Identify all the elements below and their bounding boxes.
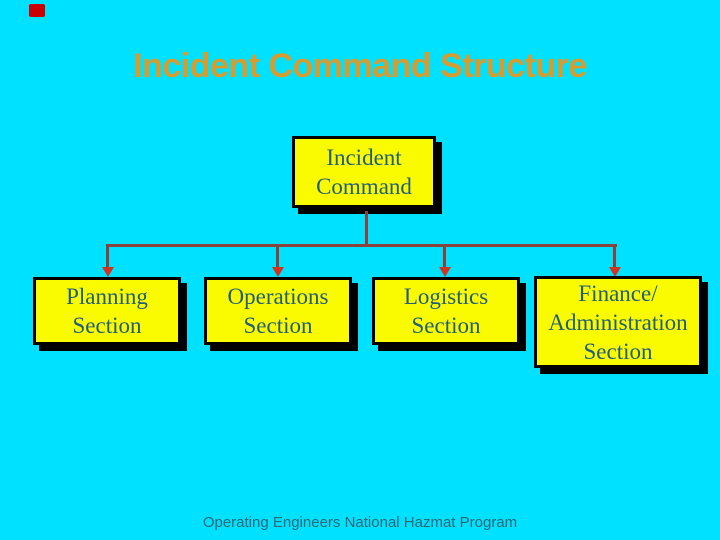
arrowhead-down-icon [609, 267, 621, 277]
slide-title: Incident Command Structure [133, 47, 587, 85]
connector-drop-line [613, 247, 616, 268]
org-box-label-line: Section [72, 313, 142, 338]
org-box-incident-command: Incident Command [292, 136, 436, 208]
org-box-logistics-section: Logistics Section [372, 277, 520, 345]
org-box-label-line: Operations [227, 284, 329, 309]
arrowhead-down-icon [439, 267, 451, 277]
org-box-label-line: Finance/ [578, 280, 658, 306]
org-box-planning-section: Planning Section [33, 277, 181, 345]
arrowhead-down-icon [272, 267, 284, 277]
org-box-finance-administration-section: Finance/ Administration Section [534, 276, 702, 368]
connector-drop-line [106, 247, 109, 268]
org-box-label-line: Section [243, 313, 313, 338]
org-box-label-line: Section [411, 313, 481, 338]
slide-footer: Operating Engineers National Hazmat Prog… [202, 514, 518, 531]
org-box-label-line: Planning [66, 284, 148, 309]
connector-root-vertical-line [365, 211, 368, 245]
org-box-label-line: Command [316, 174, 412, 199]
arrowhead-down-icon [102, 267, 114, 277]
org-box-operations-section: Operations Section [204, 277, 352, 345]
org-box-label-line: Incident [326, 145, 402, 170]
connector-drop-line [276, 247, 279, 268]
org-box-label-line: Logistics [403, 284, 489, 309]
org-box-label-line: Administration [548, 309, 688, 335]
connector-drop-line [443, 247, 446, 268]
org-box-label-line: Section [583, 338, 653, 364]
connector-horizontal-line [106, 244, 617, 247]
red-corner-mark [29, 4, 45, 17]
